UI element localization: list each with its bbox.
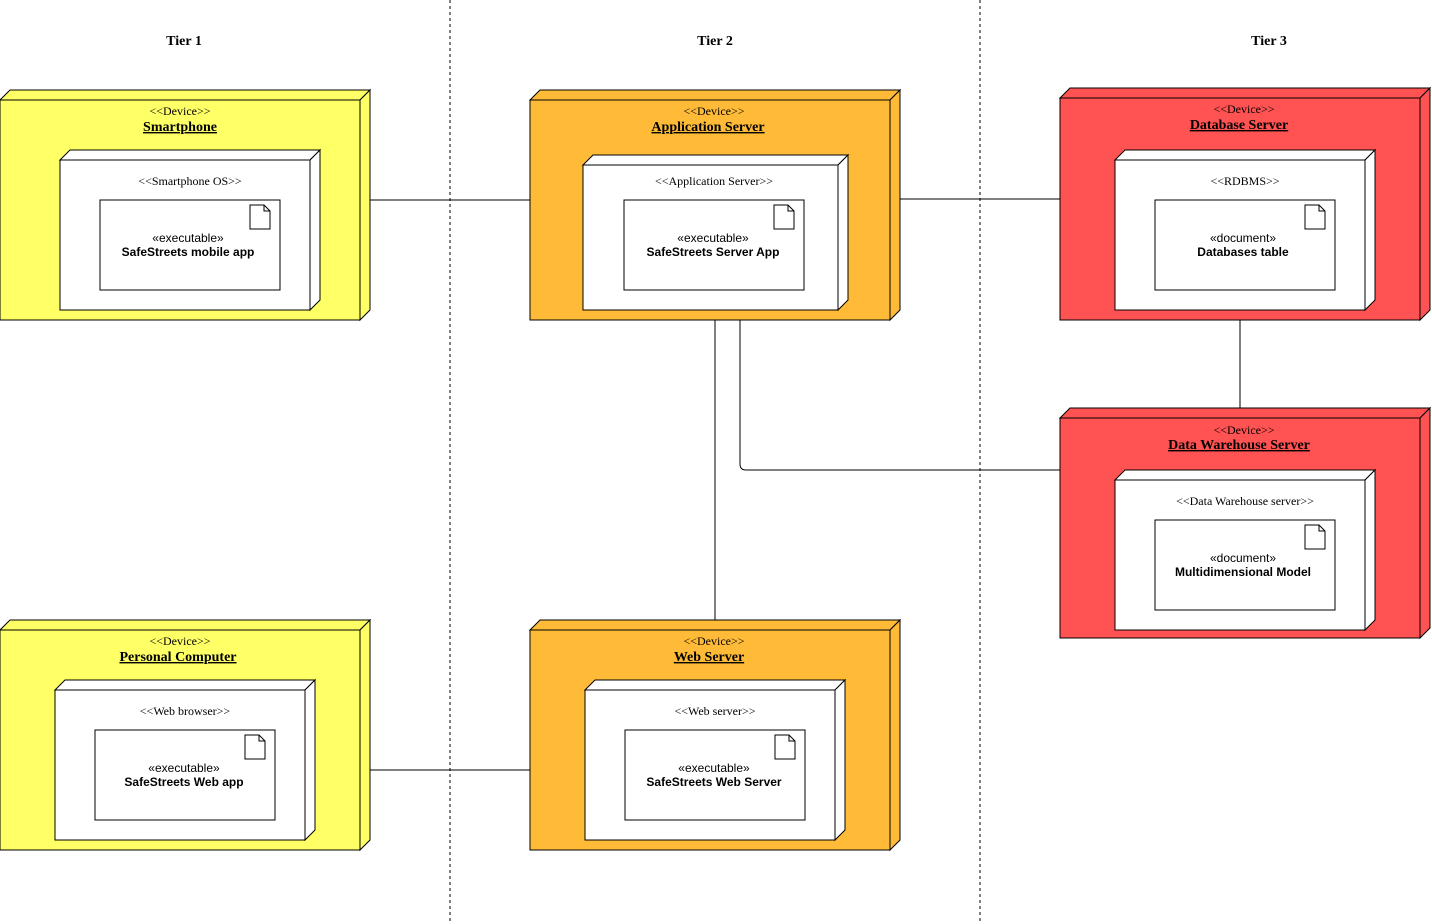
document-icon <box>773 204 795 230</box>
node-smartphone: <<Device>> Smartphone <<Smartphone OS>> … <box>0 88 372 322</box>
node-database-server: <<Device>> Database Server <<RDBMS>> «do… <box>1058 86 1432 322</box>
node-3d-side <box>889 618 901 852</box>
env-3d-top <box>581 154 850 166</box>
env-3d-side <box>304 678 316 842</box>
node-title: Personal Computer <box>119 650 236 665</box>
env-3d-side <box>837 153 849 312</box>
tier-label-2: Tier 2 <box>697 34 733 49</box>
env-stereotype: <<Smartphone OS>> <box>138 174 242 188</box>
env-stereotype: <<Application Server>> <box>655 174 773 188</box>
node-web-server: <<Device>> Web Server <<Web server>> «ex… <box>528 618 902 852</box>
node-3d-top <box>0 619 372 631</box>
connection-appserver-dwserver <box>739 320 1060 471</box>
artifact-name: SafeStreets Web app <box>124 775 243 789</box>
node-stereotype: <<Device>> <box>1213 423 1274 437</box>
node-3d-top <box>528 619 902 631</box>
node-3d-side <box>889 88 901 322</box>
env-3d-top <box>58 149 322 161</box>
artifact-stereotype: «executable» <box>677 231 749 245</box>
env-3d-top <box>1113 469 1377 481</box>
tier-label-1: Tier 1 <box>166 34 202 49</box>
node-title: Smartphone <box>143 120 217 135</box>
env-3d-side <box>309 148 321 312</box>
env-3d-side <box>1364 148 1376 312</box>
env-stereotype: <<Web server>> <box>674 704 755 718</box>
node-title: Application Server <box>651 120 764 135</box>
tier-label-3: Tier 3 <box>1251 34 1287 49</box>
node-title: Web Server <box>674 650 744 665</box>
node-data-warehouse-server: <<Device>> Data Warehouse Server <<Data … <box>1058 406 1432 640</box>
node-3d-side <box>1419 86 1431 322</box>
document-icon <box>774 734 796 760</box>
node-3d-side <box>1419 406 1431 640</box>
document-icon <box>1304 524 1326 550</box>
document-icon <box>1304 204 1326 230</box>
artifact-name: SafeStreets mobile app <box>122 245 255 259</box>
node-3d-top <box>1058 87 1432 99</box>
env-3d-side <box>834 678 846 842</box>
artifact-stereotype: «document» <box>1210 231 1276 245</box>
artifact-stereotype: «executable» <box>152 231 224 245</box>
node-3d-side <box>359 88 371 322</box>
artifact-stereotype: «executable» <box>678 761 750 775</box>
artifact-stereotype: «document» <box>1210 551 1276 565</box>
node-title: Database Server <box>1190 118 1288 133</box>
node-title: Data Warehouse Server <box>1168 438 1310 453</box>
artifact-name: SafeStreets Web Server <box>646 775 782 789</box>
artifact-name: SafeStreets Server App <box>647 245 780 259</box>
env-stereotype: <<Web browser>> <box>140 704 231 718</box>
env-3d-top <box>583 679 847 691</box>
artifact-name: Multidimensional Model <box>1175 565 1311 579</box>
node-3d-side <box>359 618 371 852</box>
node-stereotype: <<Device>> <box>149 104 210 118</box>
node-3d-top <box>1058 407 1432 419</box>
env-3d-top <box>1113 149 1377 161</box>
node-stereotype: <<Device>> <box>683 634 744 648</box>
node-stereotype: <<Device>> <box>683 104 744 118</box>
node-personal-computer: <<Device>> Personal Computer <<Web brows… <box>0 618 372 852</box>
node-3d-top <box>528 89 902 101</box>
node-application-server: <<Device>> Application Server <<Applicat… <box>528 88 902 322</box>
node-stereotype: <<Device>> <box>149 634 210 648</box>
node-stereotype: <<Device>> <box>1213 102 1274 116</box>
artifact-stereotype: «executable» <box>148 761 220 775</box>
env-stereotype: <<Data Warehouse server>> <box>1176 494 1314 508</box>
env-3d-top <box>53 679 317 691</box>
document-icon <box>244 734 266 760</box>
node-3d-top <box>0 89 372 101</box>
artifact-name: Databases table <box>1197 245 1289 259</box>
env-3d-side <box>1364 468 1376 632</box>
document-icon <box>249 204 271 230</box>
env-stereotype: <<RDBMS>> <box>1210 174 1279 188</box>
